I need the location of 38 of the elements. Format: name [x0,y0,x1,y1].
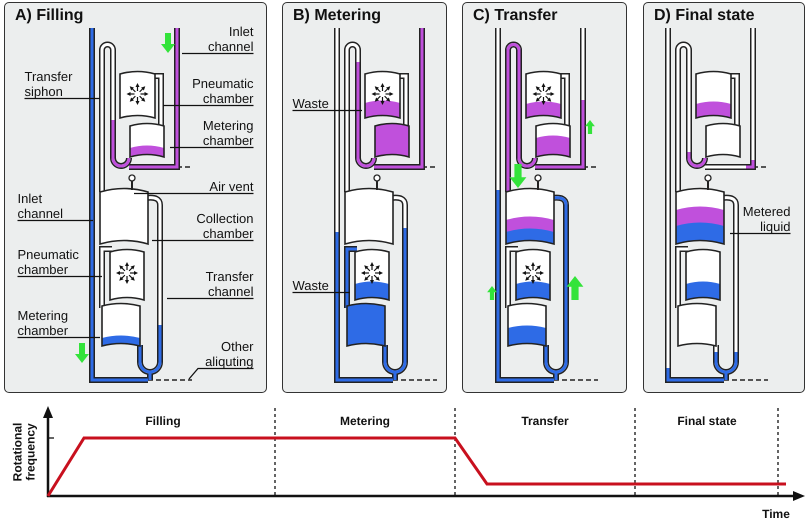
part-label: Collection chamber [196,210,254,240]
phase-label: Metering [340,414,390,428]
part-label: Pneumatic chamber [192,76,254,106]
part-label: Transfer siphon [24,68,72,98]
phase-label: Transfer [521,414,569,428]
part-label: Metered liquid [742,204,790,234]
part-label: Other aliquting [205,338,254,368]
leader-line [152,240,254,242]
leader-line [24,98,100,100]
part-label: Waste [292,278,329,292]
phase-label: Filling [145,414,181,428]
leader-line [163,104,254,106]
leader-line [730,232,790,234]
leader-line [292,292,350,294]
phase-label: Final state [677,414,737,428]
part-label: Air vent [209,178,254,194]
part-label: Metering chamber [18,308,68,338]
part-label: Transfer channel [206,268,254,298]
panel-title: C) Transfer [473,7,558,25]
axis-title: Rotational frequency [11,422,37,482]
part-label: Metering chamber [202,118,254,148]
part-label: Inlet channel [208,24,254,54]
panel-title: A) Filling [15,7,84,25]
leader-line [167,298,254,300]
leader-line [18,220,93,222]
leader-line [170,146,254,148]
part-label: Inlet channel [18,190,64,220]
leader-line [134,192,254,194]
panel-title: B) Metering [293,7,381,25]
leader-line [182,52,254,54]
leader-line [18,336,100,338]
part-label: Pneumatic chamber [18,246,79,276]
leader-line [18,276,102,278]
leader-line [188,368,254,380]
axis-title: Time [762,507,790,521]
part-label: Waste [292,96,329,110]
panel-title: D) Final state [654,7,754,25]
leader-line [292,110,362,112]
